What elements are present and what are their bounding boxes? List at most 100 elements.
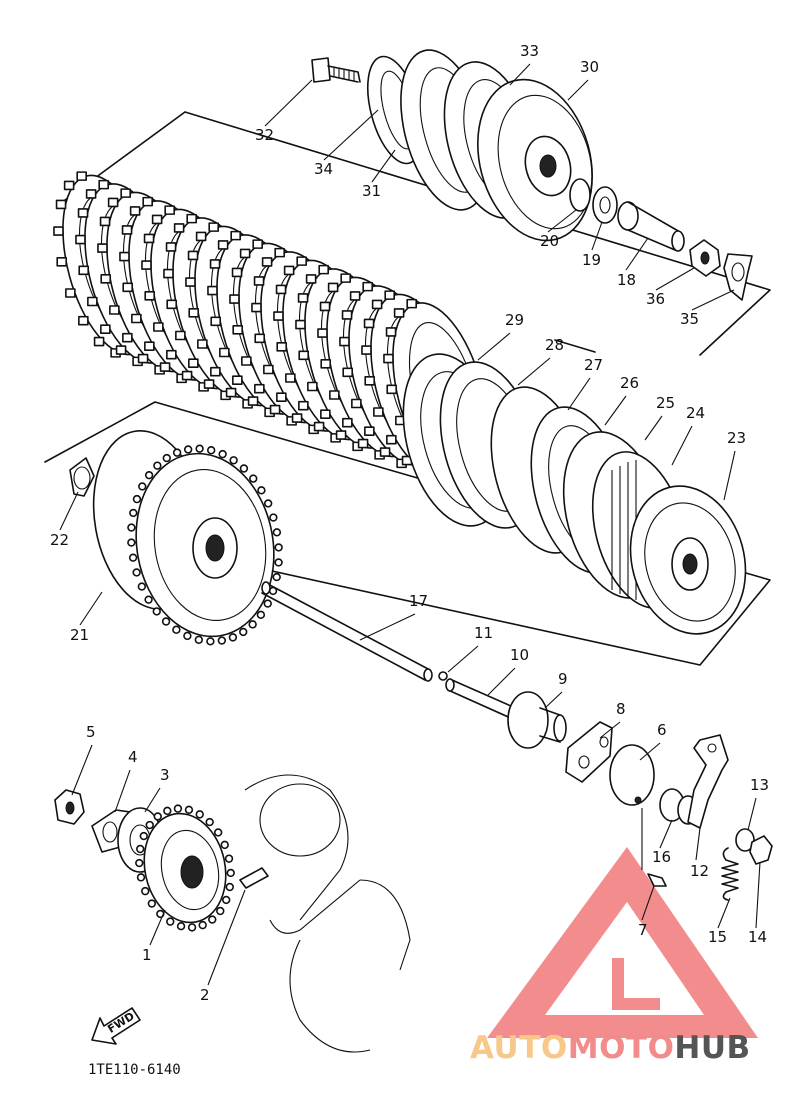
leader-line-26: [604, 395, 627, 426]
leader-line-33: [509, 63, 531, 86]
gear-tooth: [205, 817, 214, 827]
callout-26: 26: [620, 374, 639, 392]
gear-tooth: [172, 448, 182, 457]
leader-line-22: [59, 491, 79, 531]
callout-1: 1: [142, 946, 152, 964]
gear-tooth: [198, 920, 207, 930]
gear-tooth: [194, 635, 204, 644]
callout-30: 30: [580, 58, 599, 76]
leader-line-21: [79, 591, 103, 626]
gear-tooth: [161, 617, 171, 626]
gear-tooth: [274, 543, 283, 552]
pressure-plate-group: [311, 49, 753, 301]
leader-line-15: [717, 897, 731, 929]
gear-tooth: [183, 445, 193, 454]
callout-28: 28: [545, 336, 564, 354]
gear-tooth: [176, 921, 186, 931]
leader-line-12: [695, 827, 701, 861]
watermark-text-auto: AUTO: [470, 1030, 568, 1066]
gear-tooth: [145, 820, 154, 830]
callout-14: 14: [748, 928, 767, 946]
watermark-triangle-inner: [612, 958, 660, 1010]
callout-19: 19: [582, 251, 601, 269]
callout-17: 17: [409, 592, 428, 610]
leader-line-6: [639, 742, 661, 761]
gear-tooth: [208, 915, 217, 924]
gear-tooth: [172, 625, 181, 634]
gear-tooth: [239, 627, 248, 637]
bolt: [311, 57, 361, 83]
gear-tooth: [206, 637, 215, 646]
gear-tooth: [213, 828, 223, 837]
gear-tooth: [135, 858, 144, 868]
diagram-code: 1TE110-6140: [88, 1062, 181, 1078]
gear-tooth: [127, 538, 136, 547]
callout-5: 5: [86, 723, 96, 741]
gear-tooth: [216, 906, 225, 916]
callout-18: 18: [617, 271, 636, 289]
leader-line-35: [691, 289, 735, 311]
gear-tooth: [272, 528, 282, 537]
leader-line-24: [671, 425, 693, 466]
watermark-triangle: [487, 847, 758, 1038]
leader-line-20: [547, 209, 577, 233]
callout-9: 9: [558, 670, 568, 688]
callout-27: 27: [584, 356, 603, 374]
fwd-arrow: FWD: [91, 1007, 141, 1045]
callout-35: 35: [680, 310, 699, 328]
leader-line-16: [659, 819, 673, 849]
callout-2: 2: [200, 986, 210, 1004]
leader-line-31: [371, 149, 396, 183]
callout-11: 11: [474, 624, 493, 642]
gear-tooth: [239, 464, 249, 473]
gear-tooth: [195, 810, 204, 819]
leader-line-2: [207, 889, 246, 986]
gear-tooth: [206, 446, 216, 455]
leader-line-36: [655, 267, 695, 291]
gear-tooth: [162, 453, 171, 463]
gear-tooth: [272, 572, 281, 582]
callout-10: 10: [510, 646, 529, 664]
gear-tooth: [132, 568, 141, 577]
gear-tooth: [269, 513, 278, 522]
callout-21: 21: [70, 626, 89, 644]
leader-line-28: [517, 357, 551, 386]
watermark-text-moto: MOTO: [568, 1030, 675, 1066]
clutch-housing-group: [69, 430, 283, 646]
gear-tooth: [136, 873, 146, 882]
callout-32: 32: [255, 126, 274, 144]
leader-line-3: [144, 787, 161, 813]
leader-line-14: [755, 861, 761, 929]
gear-tooth: [228, 633, 238, 642]
leader-line-13: [747, 797, 757, 831]
push-rod-group: [261, 581, 773, 901]
callout-31: 31: [362, 182, 381, 200]
leader-line-1: [149, 909, 166, 946]
leader-line-27: [567, 377, 591, 411]
leader-line-5: [71, 744, 93, 796]
callout-33: 33: [520, 42, 539, 60]
callout-36: 36: [646, 290, 665, 308]
gear-tooth: [166, 917, 175, 926]
gear-tooth: [263, 499, 273, 508]
gear-tooth: [222, 895, 231, 905]
gear-tooth: [183, 631, 192, 641]
leader-line-17: [359, 613, 416, 641]
gear-tooth: [263, 599, 272, 608]
leader-line-30: [567, 79, 589, 101]
primary-drive-gear-group: [54, 774, 411, 1053]
callout-4: 4: [128, 748, 138, 766]
leader-line-9: [544, 691, 563, 709]
gear-tooth: [139, 831, 148, 841]
leader-line-29: [477, 332, 511, 361]
callout-6: 6: [657, 721, 667, 739]
gear-tooth: [173, 804, 183, 813]
leader-line-32: [264, 79, 313, 127]
gear-tooth: [144, 470, 154, 480]
leader-line-7: [641, 885, 655, 921]
leader-line-23: [723, 450, 736, 501]
callout-12: 12: [690, 862, 709, 880]
callout-15: 15: [708, 928, 727, 946]
